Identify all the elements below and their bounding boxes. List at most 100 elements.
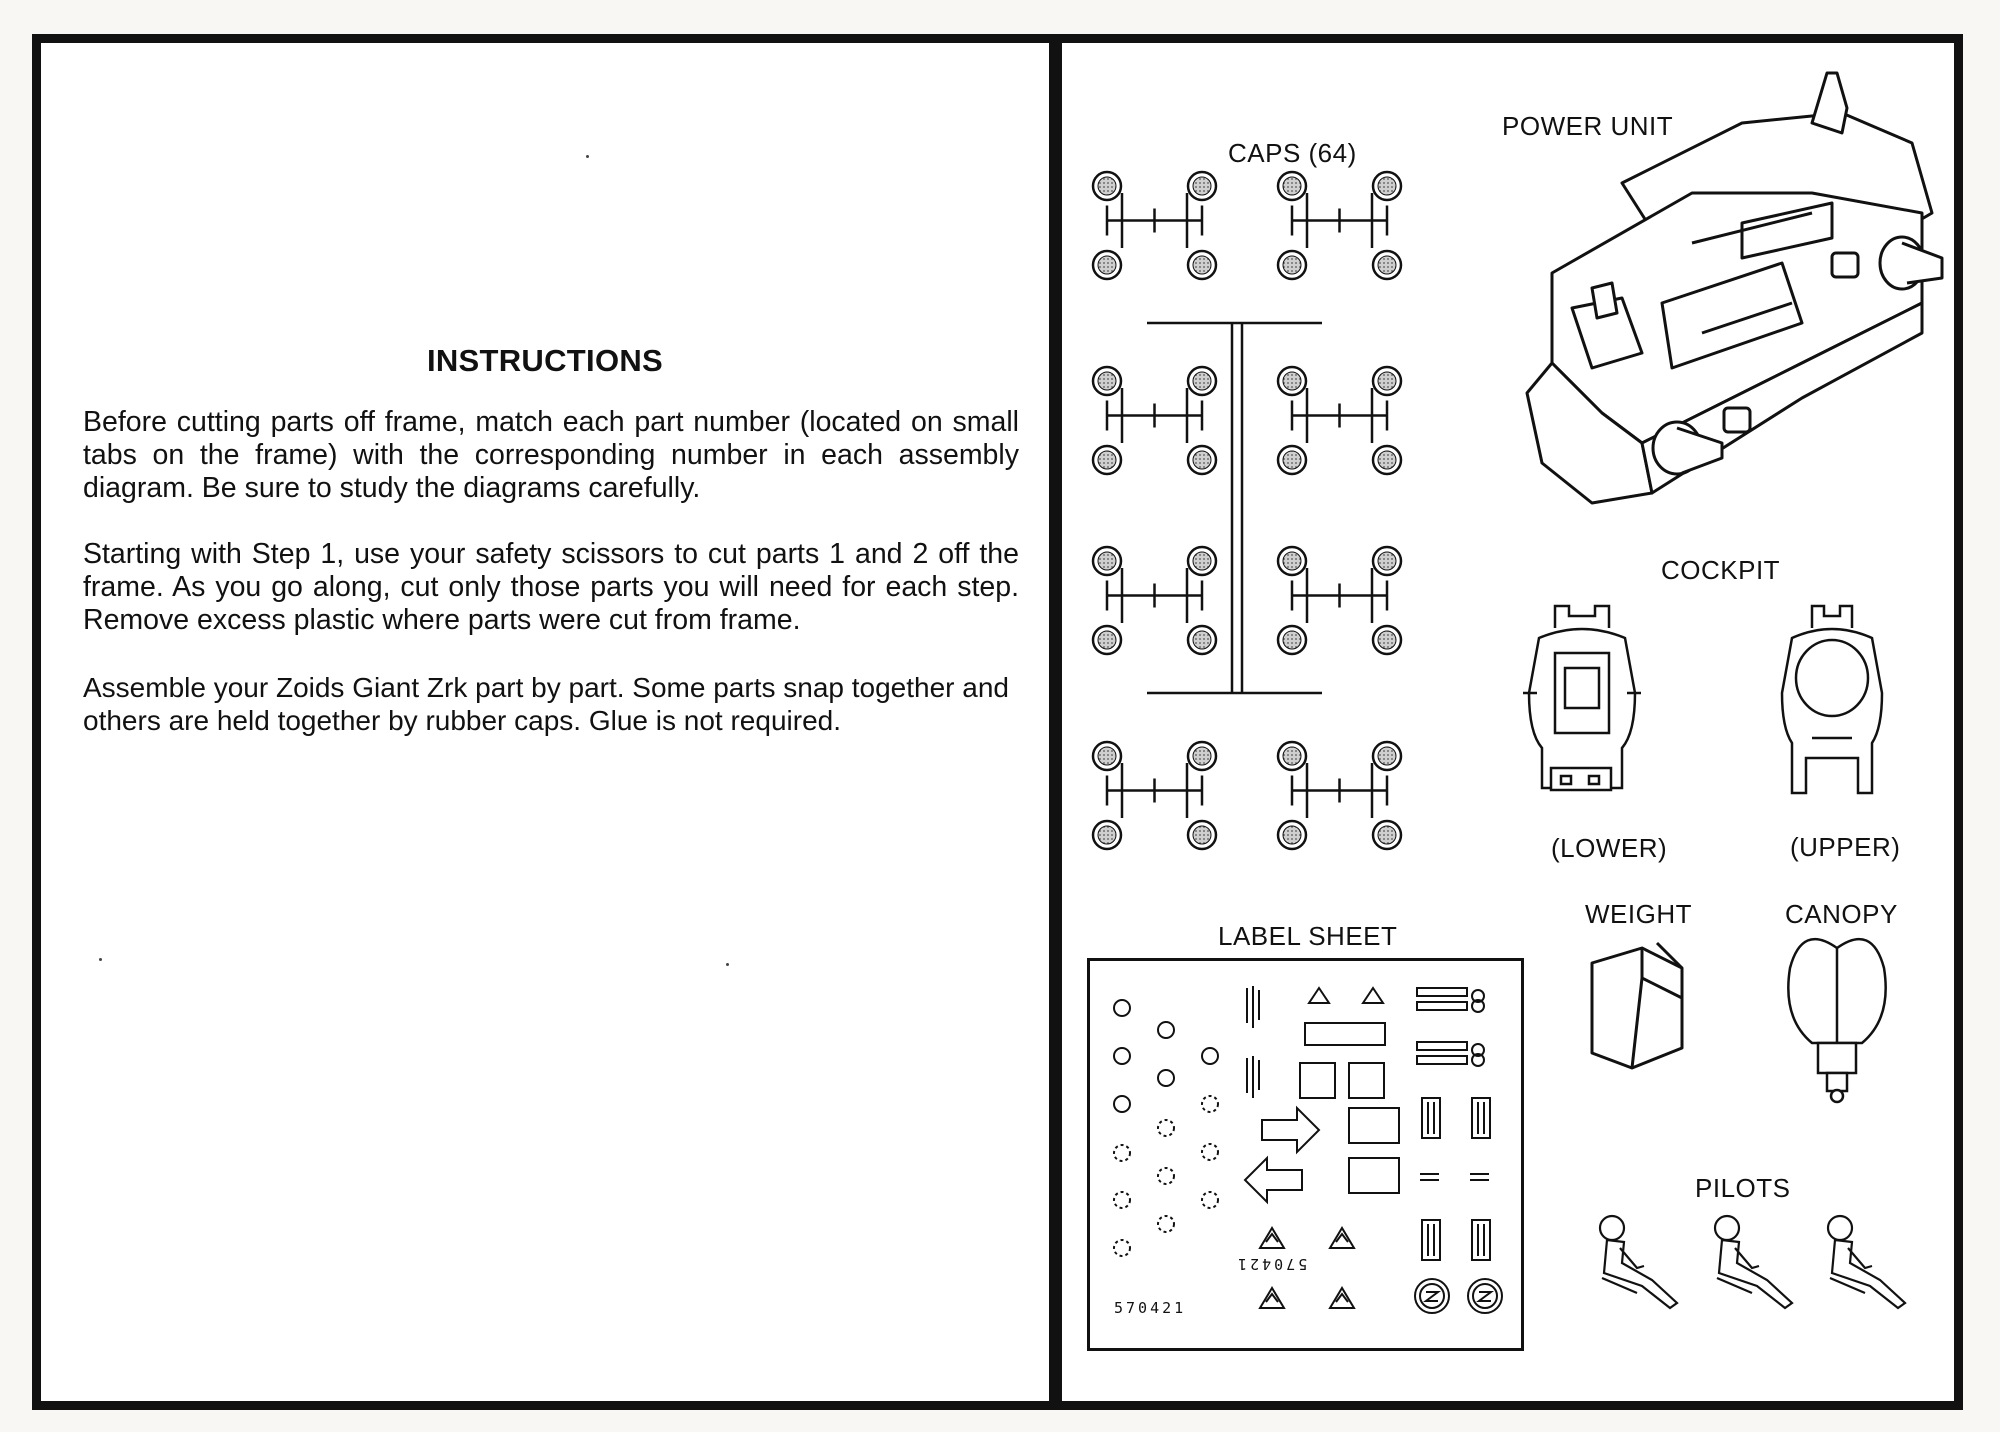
label-bars: [1416, 987, 1468, 1065]
label-sheet-code-mirrored: 570421: [1235, 1255, 1308, 1273]
rubber-cap-core: [1192, 825, 1212, 845]
label-tall-rect: [1471, 1219, 1491, 1261]
pilot-figure: [1826, 1214, 1907, 1310]
rubber-cap-core: [1377, 551, 1397, 571]
sprue-branch: [1290, 193, 1389, 248]
label-arrow-left: [1243, 1155, 1303, 1205]
rubber-cap-core: [1192, 255, 1212, 275]
sprue-branch: [1290, 568, 1389, 623]
cockpit-lower-label: (LOWER): [1551, 833, 1668, 863]
label-tall-rect: [1421, 1219, 1441, 1261]
rubber-cap-core: [1282, 255, 1302, 275]
rubber-cap-core: [1097, 746, 1117, 766]
rubber-cap-core: [1097, 176, 1117, 196]
canopy-label: CANOPY: [1785, 899, 1898, 929]
cockpit-upper-diagram: [1780, 604, 1884, 795]
sprue-branch: [1105, 388, 1204, 443]
pilot-figure: [1713, 1214, 1794, 1310]
rubber-cap-core: [1282, 551, 1302, 571]
label-dashed-circle: [1113, 1191, 1131, 1209]
pilot-figure: [1598, 1214, 1679, 1310]
label-circle: [1113, 1047, 1131, 1065]
label-circle: [1113, 1095, 1131, 1113]
sprue-branch: [1105, 763, 1204, 818]
label-stripes: [1246, 986, 1260, 1098]
rubber-cap-core: [1377, 371, 1397, 391]
rubber-cap-core: [1192, 746, 1212, 766]
label-circle: [1113, 999, 1131, 1017]
rubber-cap-core: [1282, 450, 1302, 470]
print-speck: [726, 963, 729, 966]
label-zoids-emblem: [1467, 1278, 1503, 1314]
label-arrow-right: [1261, 1105, 1321, 1155]
label-dashed-circle: [1113, 1144, 1131, 1162]
rubber-cap-core: [1282, 630, 1302, 650]
weight-label: WEIGHT: [1585, 899, 1692, 929]
print-speck: [99, 958, 102, 961]
label-dashed-circle: [1201, 1143, 1219, 1161]
canopy-diagram: [1787, 937, 1887, 1104]
power-unit-label: POWER UNIT: [1502, 111, 1674, 141]
label-circle: [1157, 1069, 1175, 1087]
rubber-cap-core: [1377, 255, 1397, 275]
sprue-runner: [1147, 321, 1322, 695]
label-rect: [1299, 1062, 1336, 1099]
rubber-cap-core: [1377, 176, 1397, 196]
sprue-branch: [1290, 763, 1389, 818]
label-dashed-circle: [1201, 1191, 1219, 1209]
rubber-cap-core: [1377, 450, 1397, 470]
rubber-cap-core: [1097, 630, 1117, 650]
label-sheet-code: 570421: [1114, 1299, 1187, 1317]
label-dashed-circle: [1157, 1215, 1175, 1233]
label-rect: [1348, 1157, 1400, 1194]
caps-label: CAPS (64): [1228, 138, 1357, 168]
label-dashed-circle: [1157, 1119, 1175, 1137]
label-loops: [1471, 989, 1486, 1067]
rubber-cap-core: [1097, 255, 1117, 275]
sprue-branch: [1105, 193, 1204, 248]
instructions-paragraph-2: Starting with Step 1, use your safety sc…: [83, 538, 1019, 636]
label-dashed-circle: [1157, 1167, 1175, 1185]
rubber-cap-core: [1192, 450, 1212, 470]
label-tall-rect: [1471, 1097, 1491, 1139]
label-tall-rect: [1421, 1097, 1441, 1139]
label-dashed-circle: [1201, 1095, 1219, 1113]
label-triangles: [1307, 986, 1385, 1004]
rubber-cap-core: [1282, 825, 1302, 845]
pilots-diagram: [1598, 1214, 1907, 1310]
cockpit-lower-diagram: [1523, 604, 1641, 792]
label-emblem: [1328, 1226, 1356, 1249]
label-emblem: [1328, 1286, 1356, 1309]
rubber-cap-core: [1192, 551, 1212, 571]
rubber-cap-core: [1097, 450, 1117, 470]
rubber-cap-core: [1377, 630, 1397, 650]
rubber-cap-core: [1097, 551, 1117, 571]
rubber-cap-core: [1097, 825, 1117, 845]
rubber-cap-core: [1282, 176, 1302, 196]
label-rect: [1348, 1062, 1385, 1099]
sprue-branch: [1105, 568, 1204, 623]
rubber-cap-core: [1377, 746, 1397, 766]
label-dashed-circle: [1113, 1239, 1131, 1257]
label-emblem: [1258, 1286, 1286, 1309]
instructions-paragraph-3: Assemble your Zoids Giant Zrk part by pa…: [83, 672, 1009, 736]
cockpit-label: COCKPIT: [1661, 555, 1781, 585]
sprue-branch: [1290, 388, 1389, 443]
rubber-cap-core: [1192, 630, 1212, 650]
rubber-cap-core: [1192, 371, 1212, 391]
rubber-cap-core: [1377, 825, 1397, 845]
label-circle: [1201, 1047, 1219, 1065]
label-dashes: [1420, 1173, 1489, 1181]
instructions-paragraph-1: Before cutting parts off frame, match ea…: [83, 406, 1019, 504]
weight-diagram: [1590, 941, 1684, 1070]
print-speck: [586, 155, 589, 158]
rubber-cap-core: [1282, 371, 1302, 391]
cockpit-upper-label: (UPPER): [1790, 832, 1901, 862]
rubber-cap-core: [1097, 371, 1117, 391]
rubber-cap-core: [1282, 746, 1302, 766]
label-rect: [1304, 1022, 1386, 1046]
instructions-title: INSTRUCTIONS: [426, 343, 664, 378]
caps-sprue-diagram: [1091, 170, 1403, 851]
label-emblem: [1258, 1226, 1286, 1249]
label-sheet-label: LABEL SHEET: [1218, 921, 1398, 951]
